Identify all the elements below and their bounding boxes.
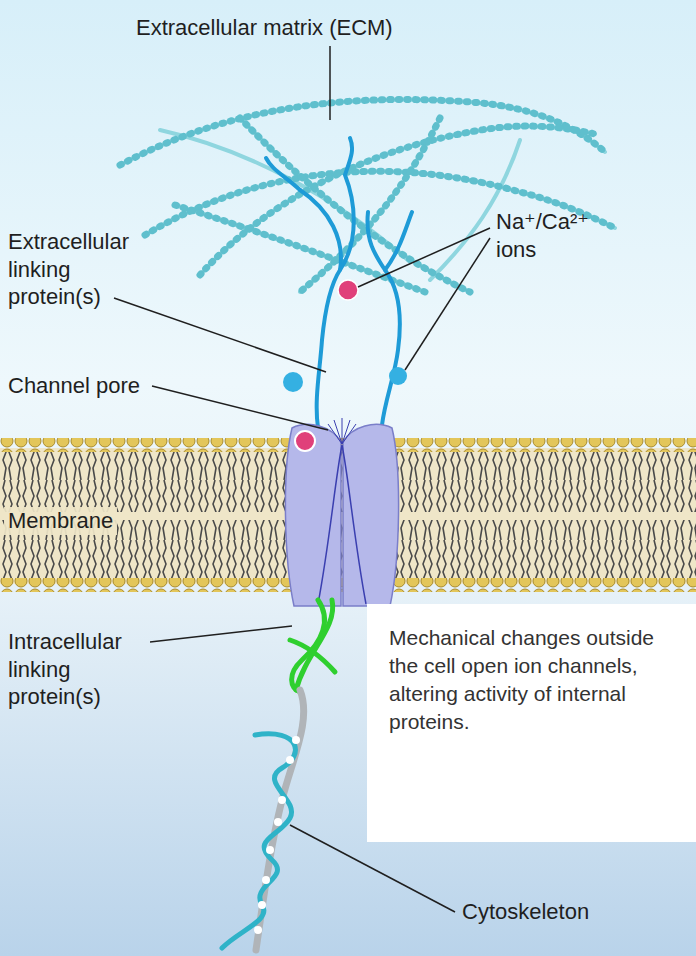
ion xyxy=(389,367,407,385)
part-label: Na⁺/Ca²⁺ ions xyxy=(496,208,596,263)
cytoskeleton xyxy=(222,690,304,950)
note-box: Mechanical changes outside the cell open… xyxy=(367,604,696,842)
ion-channel xyxy=(285,418,398,606)
ecm-fibres xyxy=(120,100,615,292)
part-label: Membrane xyxy=(4,507,117,535)
intracellular-protein xyxy=(290,600,335,692)
part-label: Intracellular linking protein(s) xyxy=(8,628,158,711)
part-label: Channel pore xyxy=(8,372,228,400)
part-label: Extracellular linking protein(s) xyxy=(8,228,158,311)
part-label: Cytoskeleton xyxy=(462,898,682,926)
linking-protein xyxy=(266,138,412,428)
note-text: Mechanical changes outside the cell open… xyxy=(389,624,656,736)
part-label: Extracellular matrix (ECM) xyxy=(136,14,596,42)
ion xyxy=(295,431,315,451)
ion xyxy=(283,372,303,392)
ion xyxy=(338,280,358,300)
